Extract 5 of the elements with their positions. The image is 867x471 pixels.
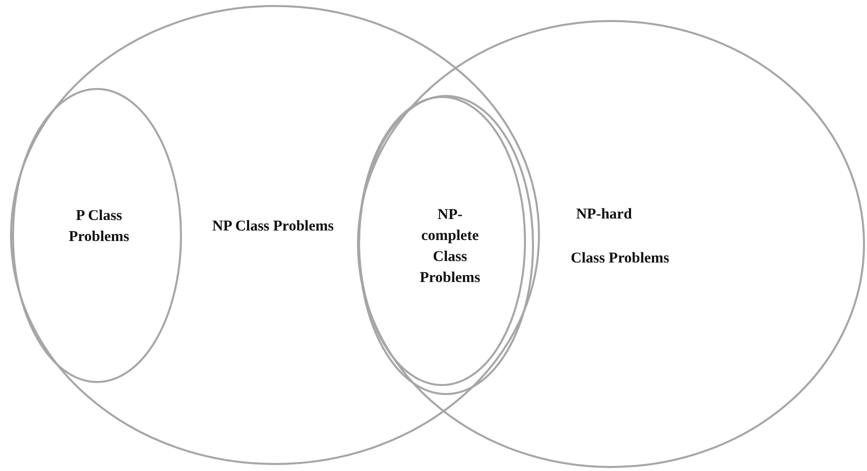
set-label: P Class Problems (68, 207, 130, 247)
set-label: NP-hard (575, 206, 633, 224)
set-label: NP Class Problems (211, 218, 335, 236)
set-label: Class Problems (570, 250, 670, 268)
set-label: NP-complete Class Problems (418, 206, 482, 288)
